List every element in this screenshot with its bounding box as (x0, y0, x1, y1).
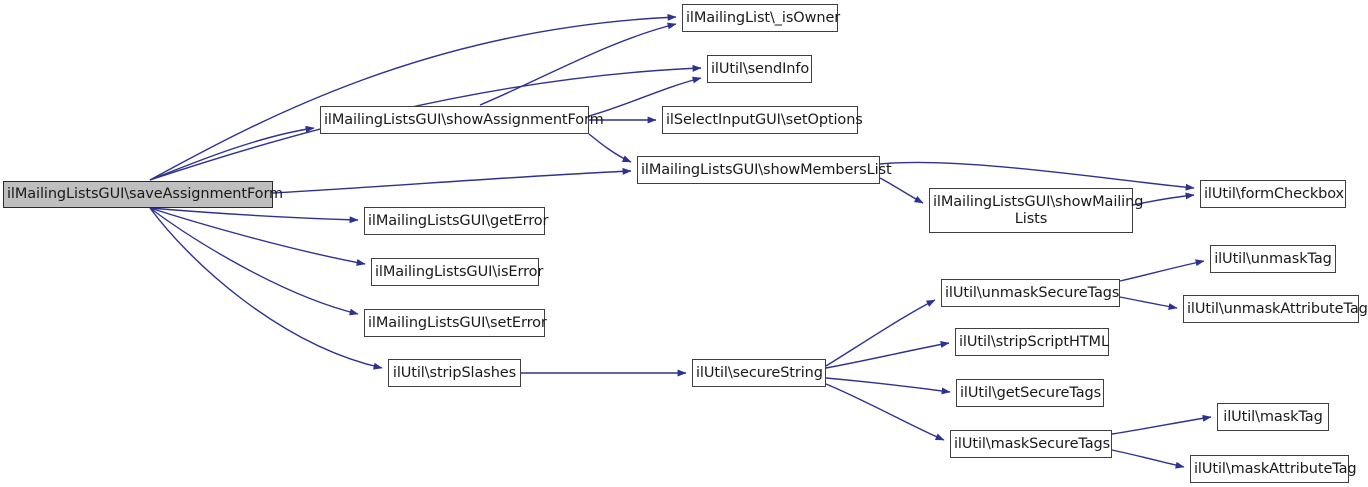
graph-node-label-setError: ilMailingListsGUI\setError (368, 314, 547, 331)
graph-node-showMembersList[interactable]: ilMailingListsGUI\showMembersList (637, 156, 892, 184)
edge-maskSecureTags-to-maskAttributeTag (1111, 449, 1185, 469)
graph-node-setError[interactable]: ilMailingListsGUI\setError (364, 309, 547, 337)
graph-node-label-getSecureTags: ilUtil\getSecureTags (960, 384, 1102, 401)
graph-node-label-getError: ilMailingListsGUI\getError (368, 212, 549, 229)
graph-node-maskTag[interactable]: ilUtil\maskTag (1217, 403, 1329, 431)
graph-node-label-maskTag: ilUtil\maskTag (1223, 408, 1323, 425)
edge-secureString-to-getSecureTags (825, 377, 951, 395)
graph-node-label-showAssignmentForm: ilMailingListsGUI\showAssignmentForm (324, 111, 604, 128)
edge-showAssignmentForm-to-showMembersList (588, 133, 632, 163)
graph-node-unmaskAttributeTag[interactable]: ilUtil\unmaskAttributeTag (1183, 295, 1368, 323)
graph-node-isError[interactable]: ilMailingListsGUI\isError (371, 258, 544, 286)
graph-node-showMailingLists[interactable]: ilMailingListsGUI\showMailing Lists (929, 188, 1144, 233)
graph-node-label-isOwner: ilMailingList\_isOwner (686, 9, 841, 26)
edge-unmaskSecureTags-to-unmaskTag (1119, 259, 1205, 282)
graph-node-setOptions[interactable]: ilSelectInputGUI\setOptions (662, 106, 863, 134)
graph-node-getSecureTags[interactable]: ilUtil\getSecureTags (956, 379, 1104, 407)
edge-maskSecureTags-to-maskTag (1111, 414, 1212, 435)
graph-node-isOwner[interactable]: ilMailingList\_isOwner (682, 4, 841, 32)
graph-node-label-unmaskAttributeTag: ilUtil\unmaskAttributeTag (1187, 300, 1368, 317)
edge-showMembersList-to-formCheckbox (879, 161, 1195, 191)
graph-node-saveAssignmentForm[interactable]: ilMailingListsGUI\saveAssignmentForm (3, 181, 284, 208)
graph-node-stripSlashes[interactable]: ilUtil\stripSlashes (388, 359, 521, 387)
graph-node-label-formCheckbox: ilUtil\formCheckbox (1204, 185, 1345, 202)
graph-node-label-maskAttributeTag: ilUtil\maskAttributeTag (1194, 460, 1357, 477)
graph-node-label-maskSecureTags: ilUtil\maskSecureTags (954, 435, 1111, 452)
graph-node-label-setOptions: ilSelectInputGUI\setOptions (666, 111, 863, 128)
edge-showMembersList-to-showMailingLists (879, 177, 924, 204)
graph-node-label-isError: ilMailingListsGUI\isError (375, 263, 544, 280)
edge-saveAssignmentForm-to-getError (149, 207, 359, 224)
graph-node-stripScriptHTML[interactable]: ilUtil\stripScriptHTML (955, 328, 1109, 356)
graph-node-sendInfo[interactable]: ilUtil\sendInfo (707, 55, 812, 83)
graph-node-label-showMembersList: ilMailingListsGUI\showMembersList (641, 161, 892, 178)
edge-saveAssignmentForm-to-setError (149, 207, 359, 316)
graph-node-label-showMailingLists: ilMailingListsGUI\showMailing Lists (933, 194, 1144, 227)
edge-saveAssignmentForm-to-isOwner (149, 13, 677, 181)
graph-node-unmaskSecureTags[interactable]: ilUtil\unmaskSecureTags (941, 279, 1120, 307)
graph-node-maskAttributeTag[interactable]: ilUtil\maskAttributeTag (1190, 455, 1357, 483)
edge-unmaskSecureTags-to-unmaskAttributeTag (1119, 296, 1178, 310)
graph-node-label-sendInfo: ilUtil\sendInfo (711, 60, 810, 77)
graph-node-formCheckbox[interactable]: ilUtil\formCheckbox (1200, 180, 1346, 208)
graph-node-showAssignmentForm[interactable]: ilMailingListsGUI\showAssignmentForm (320, 106, 604, 134)
graph-node-label-saveAssignmentForm: ilMailingListsGUI\saveAssignmentForm (7, 186, 284, 203)
edge-saveAssignmentForm-to-showAssignmentForm (149, 125, 315, 181)
edge-saveAssignmentForm-to-showMembersList (272, 167, 632, 194)
graph-node-label-stripSlashes: ilUtil\stripSlashes (392, 364, 517, 381)
graph-node-label-unmaskSecureTags: ilUtil\unmaskSecureTags (945, 284, 1120, 301)
graph-node-unmaskTag[interactable]: ilUtil\unmaskTag (1210, 245, 1336, 273)
edge-secureString-to-stripScriptHTML (825, 341, 950, 369)
edge-secureString-to-maskSecureTags (825, 383, 945, 441)
edge-showAssignmentForm-to-isOwner (479, 22, 677, 106)
graph-node-label-unmaskTag: ilUtil\unmaskTag (1214, 250, 1332, 267)
graph-node-secureString[interactable]: ilUtil\secureString (692, 359, 826, 387)
edge-secureString-to-unmaskSecureTags (825, 299, 936, 367)
graph-node-maskSecureTags[interactable]: ilUtil\maskSecureTags (950, 430, 1112, 458)
edge-saveAssignmentForm-to-stripSlashes (149, 207, 383, 370)
graph-node-label-secureString: ilUtil\secureString (696, 364, 823, 381)
edge-saveAssignmentForm-to-isError (149, 207, 366, 266)
graph-node-label-stripScriptHTML: ilUtil\stripScriptHTML (959, 333, 1109, 350)
graph-node-getError[interactable]: ilMailingListsGUI\getError (364, 207, 549, 235)
